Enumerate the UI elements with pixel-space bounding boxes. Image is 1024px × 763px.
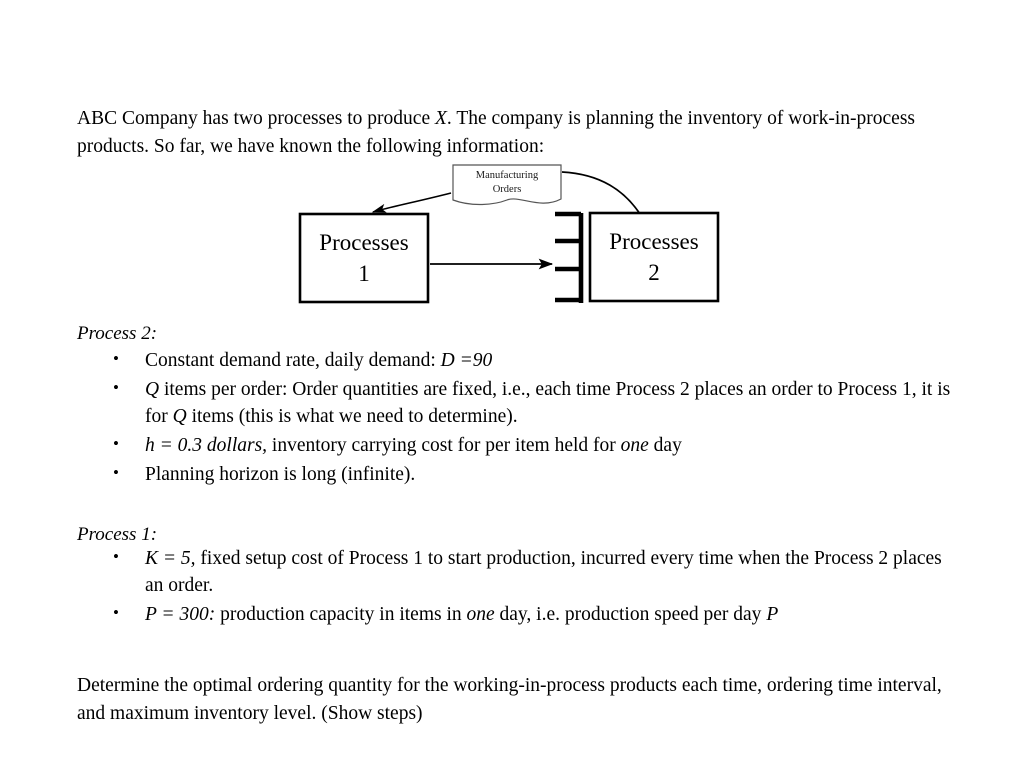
process-2-node: Processes 2 (588, 211, 720, 303)
bullet-item: • P = 300: production capacity in items i… (77, 601, 957, 628)
inventory-buffer-symbol (555, 211, 584, 303)
bullet-text: Q items per order: Order quantities are … (145, 379, 951, 427)
bullet-text: K = 5, fixed setup cost of Process 1 to … (145, 548, 942, 596)
process-1-label-line2: 1 (358, 261, 370, 286)
process-2-label-line2: 2 (648, 260, 660, 285)
process-1-label-line1: Processes (319, 230, 408, 255)
intro-paragraph: ABC Company has two processes to produce… (77, 107, 915, 157)
process-2-label-line1: Processes (609, 229, 698, 254)
bullet-glyph-icon: • (113, 378, 119, 397)
edge-orders-to-process-2 (561, 171, 643, 218)
manufacturing-orders-label-line1: Manufacturing (476, 170, 539, 181)
section-heading-process-2: Process 2: (77, 323, 158, 344)
process-1-node: Processes 1 (298, 212, 430, 304)
bullet-glyph-icon: • (113, 463, 119, 482)
bullet-item: • Planning horizon is long (infinite). (77, 461, 957, 488)
bullet-text: h = 0.3 dollars, inventory carrying cost… (145, 435, 682, 456)
bullet-text: Constant demand rate, daily demand: D =9… (145, 350, 493, 371)
bullet-list-process-2: • Constant demand rate, daily demand: D =… (77, 347, 957, 490)
bullet-glyph-icon: • (113, 547, 119, 566)
bullet-text: Planning horizon is long (infinite). (145, 464, 416, 485)
bullet-item: • K = 5, fixed setup cost of Process 1 to… (77, 545, 957, 599)
bullet-item: • Constant demand rate, daily demand: D =… (77, 347, 957, 374)
process-flow-diagram: Manufacturing Orders Processes 1 (280, 155, 750, 315)
bullet-text: P = 300: production capacity in items in… (145, 604, 779, 625)
manufacturing-orders-label-line2: Orders (493, 184, 522, 195)
bullet-list-process-1: • K = 5, fixed setup cost of Process 1 to… (77, 545, 957, 630)
closing-paragraph: Determine the optimal ordering quantity … (77, 674, 942, 724)
section-heading-process-1: Process 1: (77, 524, 158, 545)
bullet-glyph-icon: • (113, 434, 119, 453)
manufacturing-orders-node: Manufacturing Orders (452, 164, 562, 206)
bullet-glyph-icon: • (113, 349, 119, 368)
bullet-item: • h = 0.3 dollars, inventory carrying cos… (77, 432, 957, 459)
bullet-item: • Q items per order: Order quantities are… (77, 376, 957, 430)
bullet-glyph-icon: • (113, 603, 119, 622)
edge-orders-to-process-1 (371, 192, 452, 213)
